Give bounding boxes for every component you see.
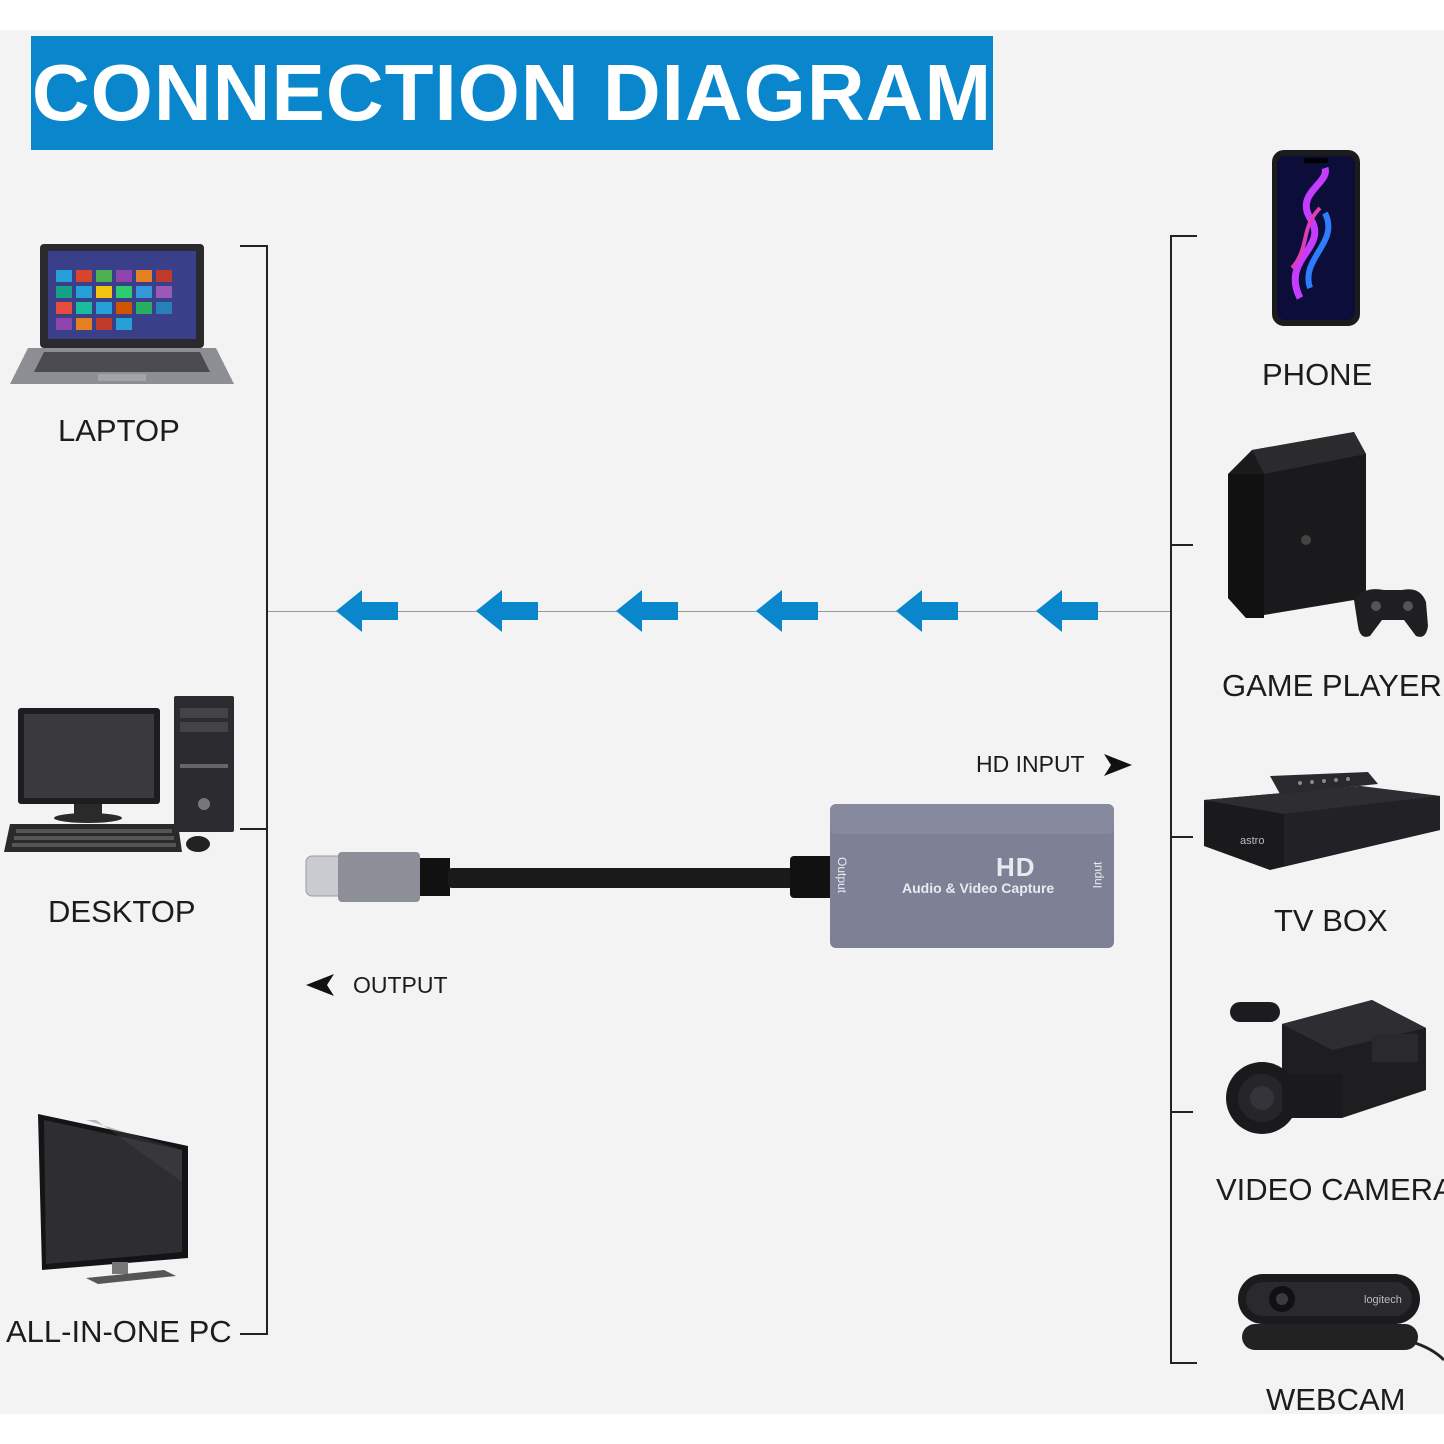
webcam-icon: logitech <box>1238 1274 1444 1362</box>
flow-arrow-icon <box>336 590 398 632</box>
all-in-one-pc-icon <box>38 1114 188 1284</box>
device-label-desktop: DESKTOP <box>48 894 196 929</box>
flow-arrow-icon <box>896 590 958 632</box>
svg-text:logitech: logitech <box>1364 1294 1402 1306</box>
video-camera-icon <box>1226 1000 1426 1134</box>
phone-icon <box>1272 150 1360 326</box>
capture-card-adapter <box>305 804 1114 948</box>
diagram-title: CONNECTION DIAGRAM <box>31 48 993 137</box>
left-bracket-top-tick <box>240 245 267 247</box>
right-bracket-bottom-tick <box>1170 1362 1197 1364</box>
adapter-caption: Audio & Video Capture <box>902 880 1055 896</box>
right-bracket-top-tick <box>1170 235 1197 237</box>
tv-box-icon: astro <box>1204 772 1440 870</box>
diagram-background <box>0 30 1444 1414</box>
output-arrow-icon <box>306 974 334 996</box>
left-bracket-bottom-tick <box>240 1333 267 1335</box>
right-bracket-tick-2 <box>1170 544 1193 546</box>
laptop-icon <box>10 244 234 384</box>
adapter-input-port-label: Input <box>1090 861 1105 889</box>
svg-text:astro: astro <box>1240 835 1264 847</box>
device-label-webcam: WEBCAM <box>1266 1382 1406 1417</box>
adapter-output-port-label: Output <box>835 856 850 894</box>
hd-input-label: HD INPUT <box>976 751 1085 777</box>
adapter-hd-logo: HD <box>996 852 1036 882</box>
desktop-icon <box>4 696 234 852</box>
signal-line <box>268 611 1170 612</box>
device-label-video-camera: VIDEO CAMERA <box>1216 1172 1444 1207</box>
left-bracket-vertical <box>266 245 268 1335</box>
flow-arrow-icon <box>616 590 678 632</box>
device-label-laptop: LAPTOP <box>58 413 180 448</box>
right-bracket-tick-4 <box>1170 1111 1193 1113</box>
left-bracket-mid-tick <box>240 828 267 830</box>
device-label-game-player: GAME PLAYER <box>1222 668 1442 703</box>
flow-arrow-icon <box>476 590 538 632</box>
flow-arrow-icon <box>1036 590 1098 632</box>
flow-arrow-icon <box>756 590 818 632</box>
right-bracket-vertical <box>1170 235 1172 1363</box>
device-label-tv-box: TV BOX <box>1274 903 1388 938</box>
device-label-all-in-one-pc: ALL-IN-ONE PC <box>6 1314 232 1349</box>
output-label: OUTPUT <box>353 972 448 998</box>
right-bracket-tick-3 <box>1170 836 1193 838</box>
device-label-phone: PHONE <box>1262 357 1373 392</box>
hd-input-arrow-icon <box>1104 754 1132 776</box>
title-banner: CONNECTION DIAGRAM <box>31 36 993 150</box>
game-player-icon <box>1228 432 1428 637</box>
